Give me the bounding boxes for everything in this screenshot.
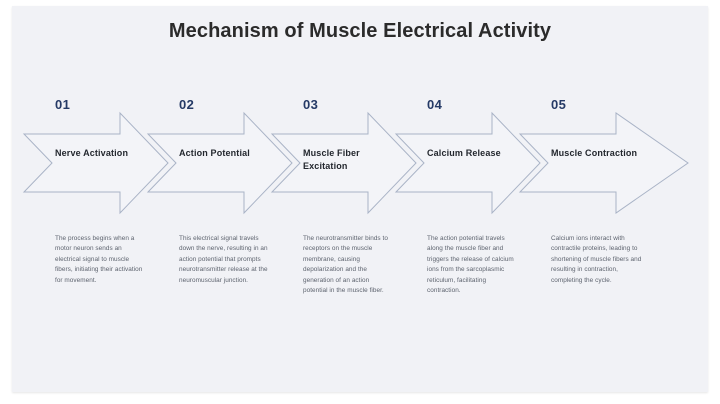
step-title: Calcium Release (427, 148, 501, 158)
step-number: 01 (55, 97, 71, 112)
slide-canvas: Mechanism of Muscle Electrical Activity … (12, 6, 708, 392)
step-number: 03 (303, 97, 319, 112)
step-title: Action Potential (179, 148, 250, 158)
process-step-3[interactable]: 03 Muscle Fiber Excitation The neurotran… (272, 6, 397, 392)
step-title: Nerve Activation (55, 148, 129, 158)
step-number: 05 (551, 97, 567, 112)
process-step-4[interactable]: 04 Calcium Release The action potential … (396, 6, 521, 392)
process-step-2[interactable]: 02 Action Potential This electrical sign… (148, 6, 273, 392)
step-title: Muscle Fiber Excitation (303, 148, 360, 172)
step-description: The process begins when a motor neuron s… (55, 235, 143, 284)
page-title: Mechanism of Muscle Electrical Activity (168, 20, 552, 42)
process-step-1[interactable]: 01 Nerve Activation The process begins w… (24, 6, 149, 392)
step-description: Calcium ions interact with contractile p… (551, 235, 642, 284)
process-step-5[interactable]: 05 Muscle Contraction Calcium ions inter… (520, 6, 645, 392)
step-number: 04 (427, 97, 443, 112)
step-number: 02 (179, 97, 195, 112)
step-description: The neurotransmitter binds to receptors … (303, 235, 388, 294)
step-description: The action potential travels along the m… (427, 235, 514, 294)
step-description: This electrical signal travels down the … (179, 235, 268, 284)
step-title: Muscle Contraction (551, 148, 638, 158)
